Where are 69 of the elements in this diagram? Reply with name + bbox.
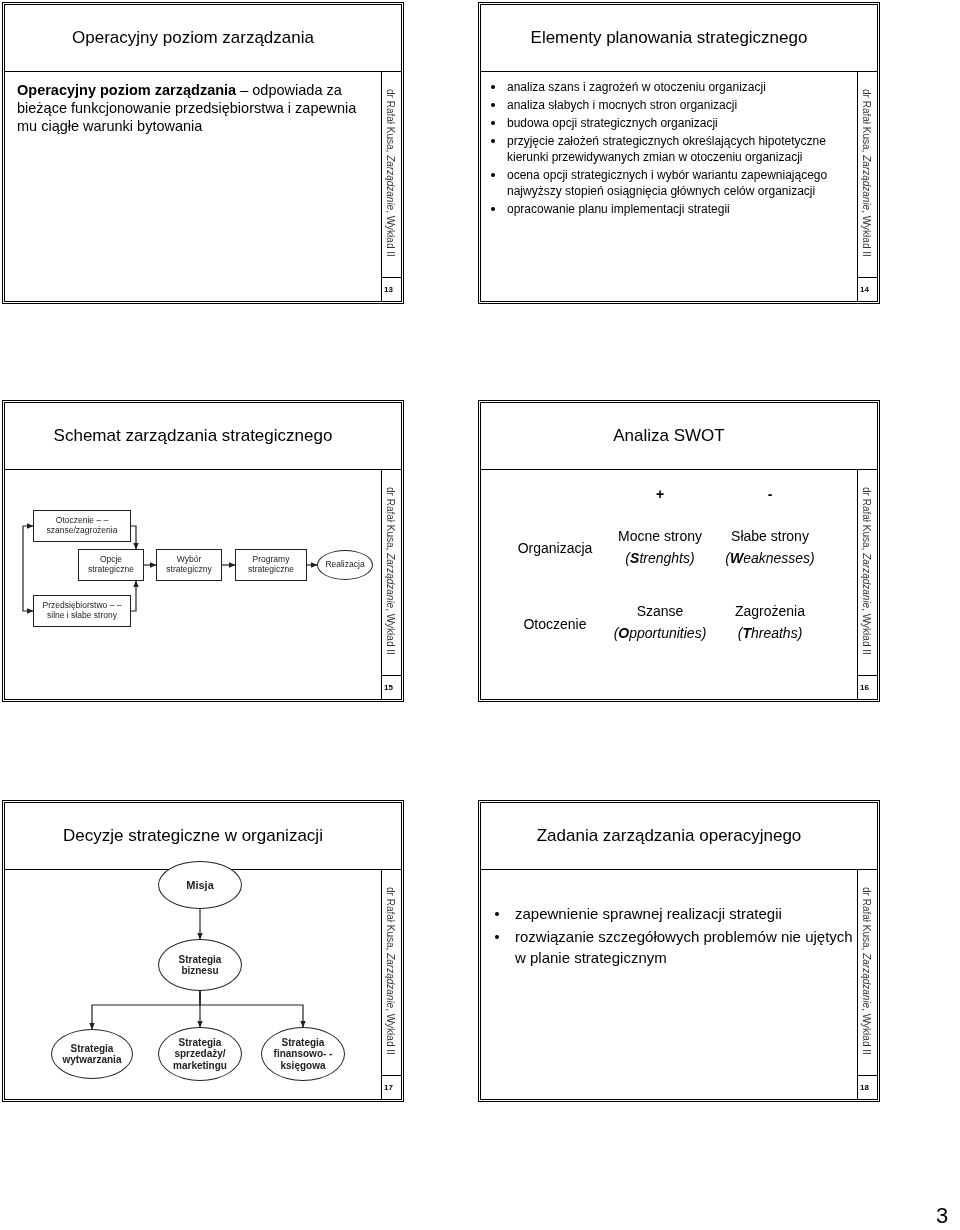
node-label: Misja [186, 878, 214, 892]
bullet-item: analiza szans i zagrożeń w otoczeniu organizacji [507, 79, 766, 95]
author-note: dr Rafał Kusa, Zarządzanie, Wykład II [861, 89, 872, 257]
process-box [235, 549, 307, 581]
author-note: dr Rafał Kusa, Zarządzanie, Wykład II [861, 487, 872, 655]
definition-text: Operacyjny poziom zarządzania – odpowiada za bieżące funkcjonowanie przedsiębiorstwa i zapewnia mu ciągłe warunki bytowania [17, 81, 358, 135]
slide-title: Analiza SWOT [612, 425, 726, 447]
table-cell-text: Szanse [636, 602, 684, 621]
author-note: dr Rafał Kusa, Zarządzanie, Wykład II [385, 89, 396, 257]
page-number: 3 [936, 1203, 949, 1229]
arrow [143, 562, 157, 568]
node-label: Strategia finansowo- -księgowa [272, 1036, 334, 1072]
arrow [306, 562, 318, 568]
author-note: dr Rafał Kusa, Zarządzanie, Wykład II [385, 887, 396, 1055]
table-cell-text: Organizacja [517, 539, 593, 558]
slide-title: Zadania zarządzania operacyjnego [535, 825, 803, 847]
swot-term: (Strenghts) [625, 549, 695, 568]
swot-term: (Threaths) [737, 624, 803, 643]
node-label: Strategia biznesu [177, 953, 223, 977]
bullet-item: zapewnienie sprawnej realizacji strategii [515, 904, 782, 924]
slide-frame [478, 400, 880, 702]
slide-number: 16 [860, 683, 869, 692]
slide-number: 15 [384, 683, 393, 692]
table-cell-text: Otoczenie [523, 615, 587, 634]
slide-frame [478, 800, 880, 1102]
node-label: Wybór strategiczny [165, 555, 213, 575]
slide-number: 17 [384, 1083, 393, 1092]
slide-number: 14 [860, 285, 869, 294]
slide-title: Operacyjny poziom zarządzania [71, 27, 315, 49]
arrow [130, 525, 139, 550]
node-label: Strategia sprzedaży/ marketingu [172, 1036, 228, 1072]
node-label: Strategia wytwarzania [61, 1042, 123, 1066]
node-label: Realizacja [325, 560, 365, 570]
slide-title: Schemat zarządzania strategicznego [52, 425, 334, 447]
process-box [33, 595, 131, 627]
bullet-item: rozwiązanie szczegółowych problemów nie ujętych w planie strategicznym [515, 927, 854, 968]
arrow [221, 562, 236, 568]
process-box [33, 510, 131, 542]
slide-frame [2, 800, 404, 1102]
arrow [199, 990, 306, 1028]
node-label: Przedsiębiorstwo – – silne i słabe strony [41, 601, 123, 621]
slide-number: 18 [860, 1083, 869, 1092]
process-box [156, 549, 222, 581]
table-cell-text: Słabe strony [731, 527, 809, 546]
arrow [22, 523, 34, 614]
column-header: + [655, 485, 665, 504]
author-note: dr Rafał Kusa, Zarządzanie, Wykład II [385, 487, 396, 655]
slide-frame [478, 2, 880, 304]
column-header: - [767, 485, 773, 504]
node-label: Opcje strategiczne [87, 555, 135, 575]
arrow [197, 908, 203, 940]
node-label: Otoczenie – – szanse/zagrożenia [45, 516, 119, 536]
node-label: Programy strategiczne [247, 555, 295, 575]
bullet-item: budowa opcji strategicznych organizacji [507, 115, 718, 131]
table-cell-text: Mocne strony [617, 527, 702, 546]
slide-frame [2, 2, 404, 304]
slide-title: Decyzje strategiczne w organizacji [62, 825, 324, 847]
slide-number: 13 [384, 285, 393, 294]
arrow [130, 580, 139, 612]
slide-frame [2, 400, 404, 702]
swot-term: (Weaknesses) [725, 549, 815, 568]
swot-term: (Opportunities) [613, 624, 707, 643]
ellipse-node [317, 550, 373, 580]
table-cell-text: Zagrożenia [734, 602, 805, 621]
bullet-item: opracowanie planu implementacji strategii [507, 201, 730, 217]
process-box [78, 549, 144, 581]
author-note: dr Rafał Kusa, Zarządzanie, Wykład II [861, 887, 872, 1055]
bullet-item: analiza słabych i mocnych stron organizacji [507, 97, 738, 113]
slide-title: Elementy planowania strategicznego [529, 27, 809, 49]
